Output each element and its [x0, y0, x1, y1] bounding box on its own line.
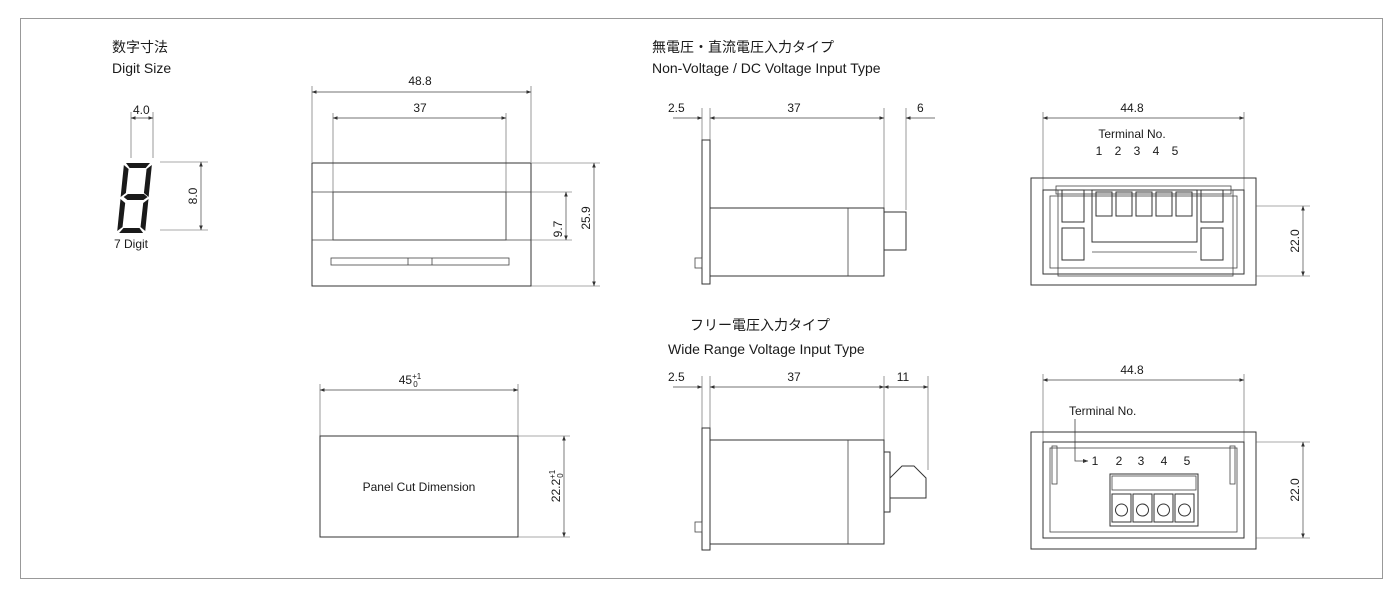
rear-nv-outer-frame — [1030, 177, 1257, 286]
nonvoltage-heading-jp: 無電圧・直流電圧入力タイプ — [652, 39, 834, 55]
side-nv-rear-value: 6 — [917, 101, 924, 115]
digit-width-value: 4.0 — [133, 103, 150, 117]
side-view-nonvoltage: 無電圧・直流電圧入力タイプ Non-Voltage / DC Voltage I… — [652, 39, 935, 285]
rear-wide-terminal-leader — [1074, 419, 1089, 464]
rear-wide-screw-3-icon — [1157, 503, 1170, 517]
rear-nv-case — [1042, 189, 1245, 275]
rear-wide-terminal-3: 3 — [1138, 454, 1145, 468]
rear-wide-height-value: 22.0 — [1288, 478, 1302, 502]
digit-caption: 7 Digit — [114, 237, 149, 251]
side-nv-terminal-block — [883, 211, 907, 251]
side-wide-case — [709, 439, 885, 545]
panel-cut-outline — [319, 435, 519, 538]
rear-wide-terminal-4: 4 — [1161, 454, 1168, 468]
front-label-slot — [330, 257, 510, 266]
side-view-wide: フリー電圧入力タイプ Wide Range Voltage Input Type… — [668, 317, 929, 551]
rear-view-wide: 44.8 Terminal No. 1 2 3 4 5 22.0 — [1030, 363, 1310, 550]
panel-cut-height-value: 22.2+10 — [548, 469, 565, 502]
front-window-width-value: 37 — [413, 101, 427, 115]
rear-nv-terminal-2: 2 — [1115, 144, 1122, 158]
digit-size-section: 数字寸法 Digit Size 4.0 8.0 7 Digit — [112, 39, 208, 251]
digit-size-heading-en: Digit Size — [112, 60, 171, 76]
wide-heading-en: Wide Range Voltage Input Type — [668, 341, 865, 357]
side-wide-body-value: 37 — [787, 370, 801, 384]
rear-nv-height-value: 22.0 — [1288, 229, 1302, 253]
rear-view-nonvoltage: 44.8 Terminal No. 1 2 3 4 5 22.0 — [1030, 101, 1310, 286]
rear-wide-screw-1-icon — [1115, 503, 1128, 517]
side-wide-front-value: 2.5 — [668, 370, 685, 384]
front-total-height-value: 25.9 — [579, 206, 593, 230]
rear-nv-terminal-3: 3 — [1134, 144, 1141, 158]
front-bezel — [311, 162, 532, 287]
rear-wide-terminal-2: 2 — [1116, 454, 1123, 468]
rear-wide-outer-frame — [1030, 431, 1257, 550]
rear-nv-terminal-1: 1 — [1096, 144, 1103, 158]
front-view: 48.8 37 9.7 25.9 — [311, 74, 600, 287]
rear-wide-terminal-1: 1 — [1092, 454, 1099, 468]
rear-wide-terminal-block — [1109, 473, 1199, 527]
rear-nv-terminal-block — [1091, 189, 1198, 243]
rear-wide-width-value: 44.8 — [1120, 363, 1144, 377]
side-wide-connector — [889, 465, 927, 499]
side-nv-case — [709, 207, 885, 277]
front-window-height-value: 9.7 — [551, 220, 565, 237]
digit-height-value: 8.0 — [186, 187, 200, 204]
nonvoltage-heading-en: Non-Voltage / DC Voltage Input Type — [652, 60, 881, 76]
side-nv-bezel — [701, 139, 711, 285]
rear-nv-terminal-4: 4 — [1153, 144, 1160, 158]
rear-nv-terminal-label: Terminal No. — [1098, 127, 1165, 141]
rear-nv-width-value: 44.8 — [1120, 101, 1144, 115]
digit-size-heading-jp: 数字寸法 — [112, 39, 168, 55]
side-wide-rear-value: 11 — [897, 370, 910, 384]
side-nv-front-value: 2.5 — [668, 101, 685, 115]
rear-wide-terminal-label: Terminal No. — [1069, 404, 1136, 418]
front-total-width-value: 48.8 — [408, 74, 432, 88]
rear-wide-screw-4-icon — [1178, 503, 1191, 517]
seven-segment-digit-icon — [117, 163, 152, 233]
rear-nv-terminal-5: 5 — [1172, 144, 1179, 158]
wide-heading-jp: フリー電圧入力タイプ — [690, 317, 830, 333]
sheet-frame — [20, 18, 1383, 579]
rear-wide-terminal-5: 5 — [1184, 454, 1191, 468]
panel-cut-label: Panel Cut Dimension — [363, 480, 476, 494]
side-nv-body-value: 37 — [787, 101, 801, 115]
side-wide-bezel — [701, 427, 711, 551]
rear-wide-case — [1042, 441, 1245, 539]
front-display-window — [332, 191, 507, 241]
rear-wide-screw-2-icon — [1136, 503, 1149, 517]
